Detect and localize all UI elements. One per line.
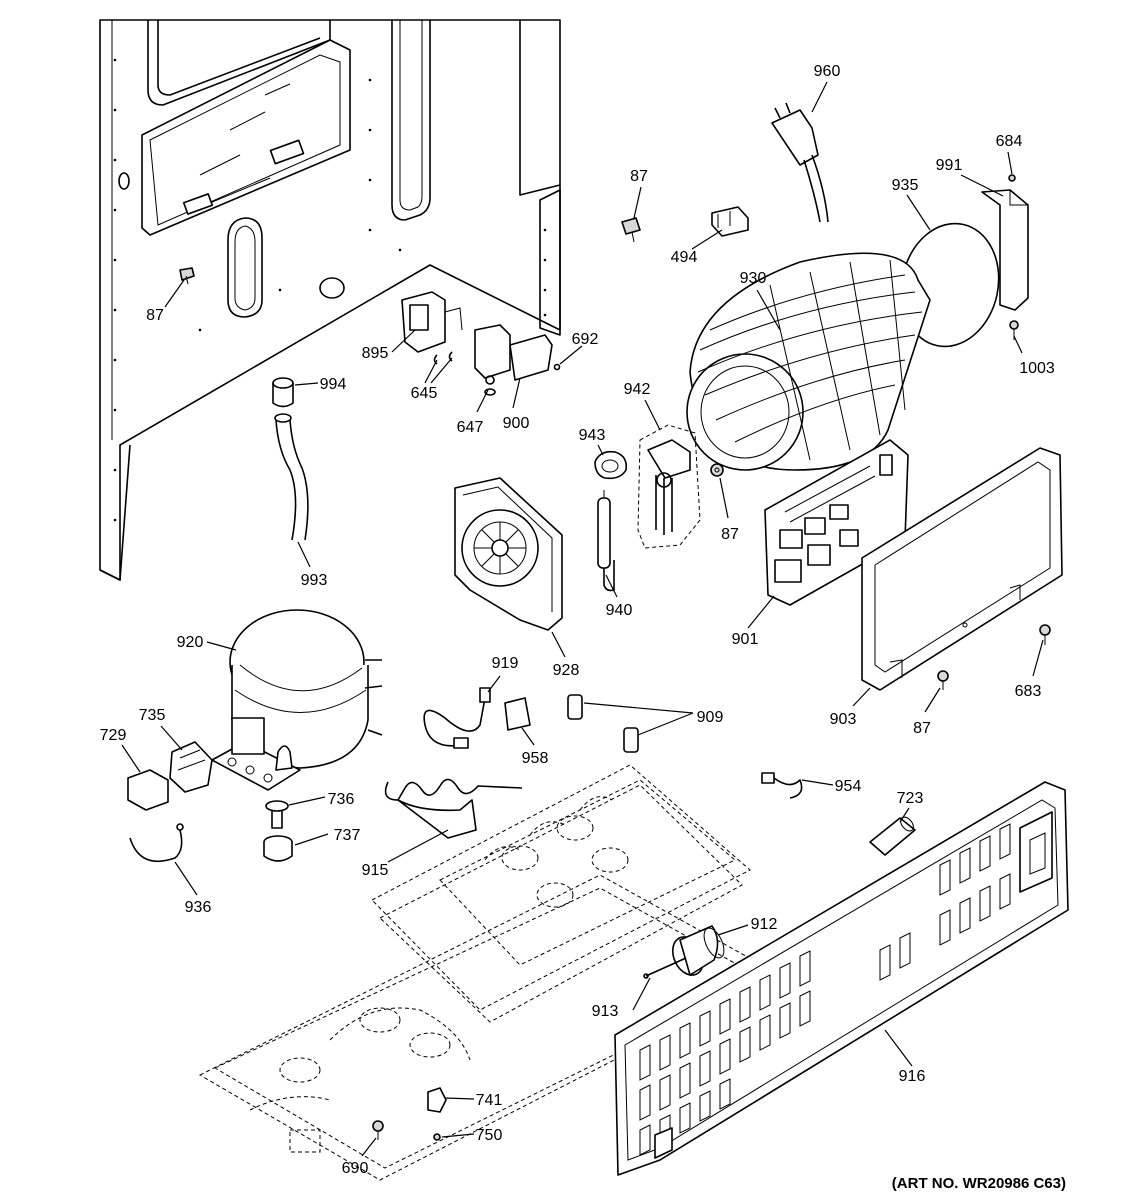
screw-692 xyxy=(553,363,561,371)
callout-935: 935 xyxy=(892,177,919,194)
callout-928: 928 xyxy=(553,662,580,679)
callout-87-cover: 87 xyxy=(913,720,931,737)
power-cord-960 xyxy=(771,102,829,223)
heater-loop-915 xyxy=(384,778,523,839)
callout-736: 736 xyxy=(328,791,355,808)
fan-shaft-913 xyxy=(643,957,687,979)
callout-936: 936 xyxy=(185,899,212,916)
callout-915: 915 xyxy=(362,862,389,879)
callout-960: 960 xyxy=(814,63,841,80)
callout-919: 919 xyxy=(492,655,519,672)
part-942-assembly xyxy=(637,424,701,549)
rear-access-panel-916 xyxy=(614,781,1069,1176)
cabinet-back-panel xyxy=(99,19,561,581)
screw-87-left xyxy=(179,267,195,285)
overload-relay-735 xyxy=(169,741,213,793)
terminal-cover-729 xyxy=(127,769,169,811)
callout-692: 692 xyxy=(572,331,599,348)
condenser-coil-930 xyxy=(686,252,931,471)
callout-741: 741 xyxy=(476,1092,503,1109)
callout-994: 994 xyxy=(320,376,347,393)
callout-943: 943 xyxy=(579,427,606,444)
callout-991: 991 xyxy=(936,157,963,174)
drain-hose-993 xyxy=(274,413,309,541)
grommet-737 xyxy=(263,835,293,862)
drain-tube-994 xyxy=(272,377,294,408)
callout-916: 916 xyxy=(899,1068,926,1085)
callout-737: 737 xyxy=(334,827,361,844)
callout-647: 647 xyxy=(457,419,484,436)
screw-684 xyxy=(1008,174,1016,182)
pad-958 xyxy=(504,697,531,731)
callout-940: 940 xyxy=(606,602,633,619)
callout-723: 723 xyxy=(897,790,924,807)
callout-645: 645 xyxy=(411,385,438,402)
bracket-991 xyxy=(981,189,1029,311)
callout-labels: 960 684 991 935 87 494 930 1003 87 895 6… xyxy=(100,63,1055,1177)
mounting-grommet-736 xyxy=(265,800,289,829)
callout-729: 729 xyxy=(100,727,127,744)
screw-87-board xyxy=(937,670,949,690)
callout-735: 735 xyxy=(139,707,166,724)
callout-690: 690 xyxy=(342,1160,369,1177)
compressor-920 xyxy=(211,609,383,791)
callout-920: 920 xyxy=(177,634,204,651)
callout-930: 930 xyxy=(740,270,767,287)
callout-913: 913 xyxy=(592,1003,619,1020)
caps-909 xyxy=(567,694,639,753)
screw-87-top xyxy=(621,217,641,243)
tubing-919 xyxy=(423,687,491,749)
callout-958: 958 xyxy=(522,750,549,767)
callout-954: 954 xyxy=(835,778,862,795)
callout-750: 750 xyxy=(476,1127,503,1144)
screw-87-right xyxy=(710,463,724,477)
dryer-tube-940 xyxy=(597,490,615,592)
screw-750 xyxy=(433,1133,441,1141)
callout-942: 942 xyxy=(624,381,651,398)
wire-harness-954 xyxy=(761,772,803,799)
screw-1003 xyxy=(1009,320,1019,340)
callout-900: 900 xyxy=(503,415,530,432)
callout-87-left: 87 xyxy=(146,307,164,324)
ground-wire-936 xyxy=(129,823,184,863)
callout-895: 895 xyxy=(362,345,389,362)
callout-494: 494 xyxy=(671,249,698,266)
fan-motor-912 xyxy=(671,925,725,976)
callout-683: 683 xyxy=(1015,683,1042,700)
callout-87-fan: 87 xyxy=(721,526,739,543)
screw-690 xyxy=(372,1120,384,1140)
screw-683 xyxy=(1039,624,1051,645)
callout-1003: 1003 xyxy=(1019,360,1055,377)
leader-lines xyxy=(121,81,1044,1157)
fan-shroud-928 xyxy=(454,477,563,631)
control-cover-903 xyxy=(861,447,1063,691)
water-valve-900 xyxy=(474,324,553,396)
part-494 xyxy=(711,206,749,237)
art-number: (ART NO. WR20986 C63) xyxy=(892,1175,1066,1192)
retaining-clips-645 xyxy=(433,351,453,365)
part-943 xyxy=(594,450,628,480)
water-valve-895 xyxy=(401,291,463,353)
callout-993: 993 xyxy=(301,572,328,589)
callout-903: 903 xyxy=(830,711,857,728)
panel-rivets xyxy=(113,58,547,522)
callout-87: 87 xyxy=(630,168,648,185)
callout-901: 901 xyxy=(732,631,759,648)
clip-741 xyxy=(427,1087,447,1113)
part-723 xyxy=(869,816,916,856)
callout-684: 684 xyxy=(996,133,1023,150)
callout-909: 909 xyxy=(697,709,724,726)
callout-912: 912 xyxy=(751,916,778,933)
